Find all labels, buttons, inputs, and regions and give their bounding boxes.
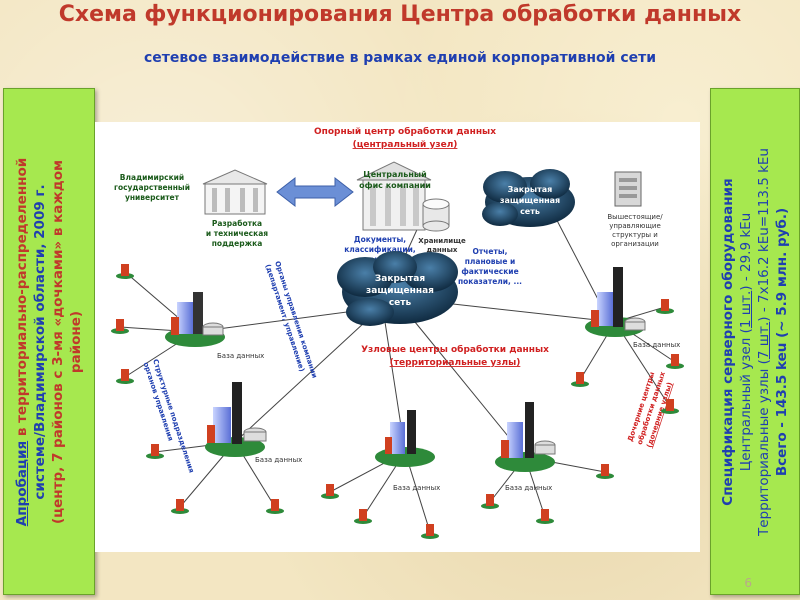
central-center-subtitle: (центральный узел) xyxy=(353,140,458,150)
closed-net-top-cloud-icon xyxy=(482,169,575,227)
left-line-1: Апробация в территориально-распределенно… xyxy=(13,157,31,525)
central-center-title: Опорный центр обработки данных xyxy=(314,126,496,137)
slide-subtitle: сетевое взаимодействие в рамках единой к… xyxy=(143,50,657,66)
db-label: База данных xyxy=(633,341,680,349)
right-line-3: Территориальные узлы (7 шт.) - 7x16.2 kE… xyxy=(756,147,772,536)
left-panel-text: Апробация в территориально-распределенно… xyxy=(4,89,94,594)
territorial-count-link[interactable]: 7 шт. xyxy=(756,321,772,359)
approbation-link[interactable]: Апробация xyxy=(14,440,30,526)
right-line-4: Всего - 143.5 keu (~ 5.9 млн. руб.) xyxy=(774,207,790,476)
right-panel: Спецификация серверного оборудования Цен… xyxy=(710,88,800,595)
page-number: 6 xyxy=(744,576,752,590)
server-rack-icon xyxy=(614,171,642,207)
left-panel: Апробация в территориально-распределенно… xyxy=(3,88,95,595)
storage-cylinder-icon xyxy=(422,198,450,232)
right-line-1: Спецификация серверного оборудования xyxy=(720,177,736,506)
territorial-node-1 xyxy=(165,292,225,347)
db-label: База данных xyxy=(255,456,302,464)
double-arrow-icon xyxy=(276,176,354,208)
right-line-2: Центральный узел (1 шт.) - 29.9 kEu xyxy=(738,212,754,471)
network-diagram: Опорный центр обработки данных (централь… xyxy=(95,122,700,552)
right-panel-text: Спецификация серверного оборудования Цен… xyxy=(711,89,799,594)
db-label: База данных xyxy=(393,484,440,492)
node-centers-title: Узловые центры обработки данных xyxy=(361,344,549,355)
slide-title: Схема функционирования Центра обработки … xyxy=(58,2,742,27)
node-centers-subtitle: (территориальные узлы) xyxy=(390,358,521,368)
subsidiary-nodes xyxy=(111,264,684,539)
left-line-4: районе) xyxy=(68,310,84,373)
territorial-node-5 xyxy=(585,267,646,337)
territorial-node-4 xyxy=(495,402,556,472)
db-label: База данных xyxy=(505,484,552,492)
central-count-link[interactable]: 1 шт. xyxy=(738,290,754,328)
territorial-node-3 xyxy=(375,410,435,467)
university-building-icon xyxy=(202,169,268,215)
closed-net-main-cloud-icon xyxy=(337,251,458,326)
central-office-icon xyxy=(356,161,432,231)
left-line-3: (центр, 7 районов с 3-мя «дочками» в каж… xyxy=(50,159,66,524)
left-line-1-rest: в территориально-распределенной xyxy=(14,157,30,441)
territorial-node-2 xyxy=(205,382,267,457)
left-line-2: системе/Владимирской области, 2009 г. xyxy=(32,183,48,500)
db-label: База данных xyxy=(217,352,264,360)
